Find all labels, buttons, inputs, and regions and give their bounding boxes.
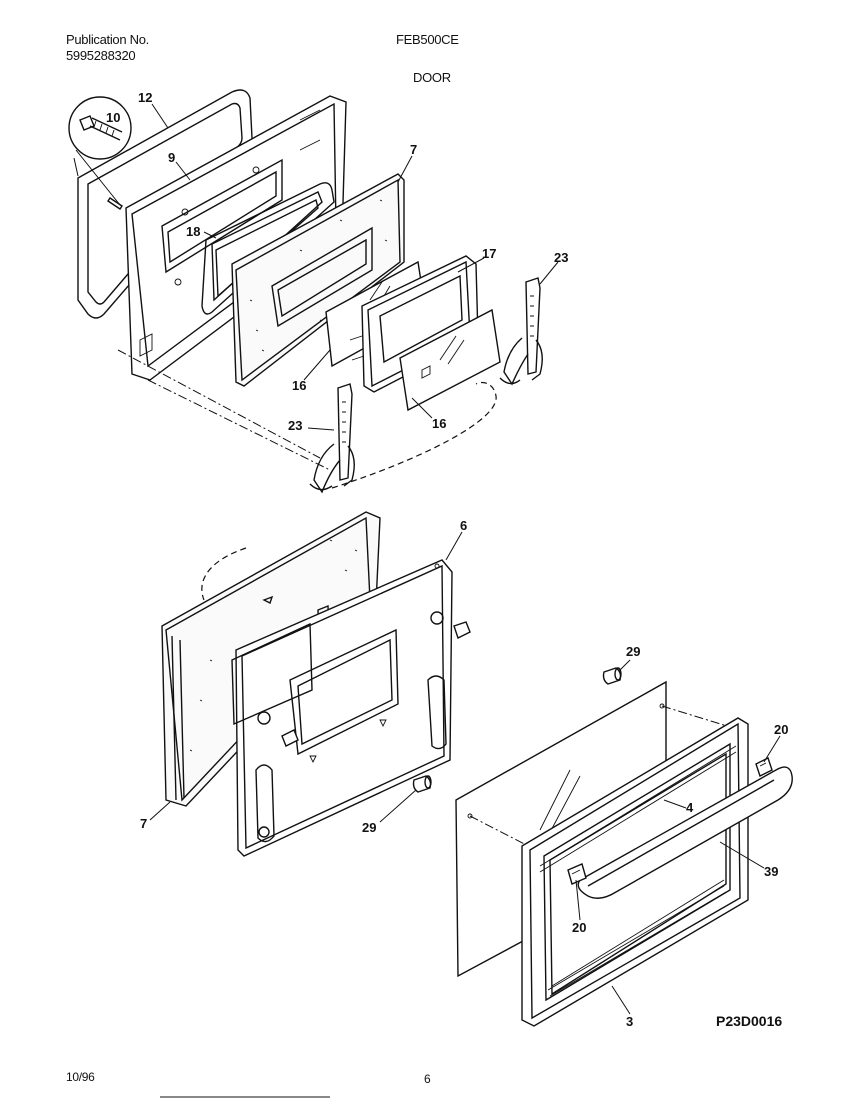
callout-23-left: 23: [288, 418, 302, 433]
callout-6: 6: [460, 518, 467, 533]
callout-18: 18: [186, 224, 200, 239]
callout-16-left: 16: [292, 378, 306, 393]
alignment-line: [469, 815, 541, 853]
callout-7-upper: 7: [410, 142, 417, 157]
handle-mount-left: [567, 863, 587, 885]
handle-mount-right: [755, 757, 773, 777]
callout-7-lower: 7: [140, 816, 147, 831]
callout-20-right: 20: [774, 722, 788, 737]
assembly-path: [201, 547, 247, 601]
door-insulation-upper: [231, 173, 405, 387]
revision-date: 10/96: [66, 1070, 95, 1084]
door-handle: [577, 766, 793, 899]
spacer-top: [602, 667, 622, 685]
assembly-path: [331, 381, 497, 489]
publication-label: Publication No.: [66, 32, 149, 47]
callout-20-left: 20: [572, 920, 586, 935]
part-callouts: 12 10 9 18 7 17 23 16 16 23 6 7 29 29 20…: [106, 90, 788, 1029]
callout-17: 17: [482, 246, 496, 261]
callout-3: 3: [626, 1014, 633, 1029]
screw-detail-circle: [68, 96, 132, 210]
door-hinge-right: [499, 277, 543, 386]
diagram-code: P23D0016: [716, 1013, 782, 1029]
callout-12: 12: [138, 90, 152, 105]
callout-4: 4: [686, 800, 694, 815]
callout-16-right: 16: [432, 416, 446, 431]
callout-29-top: 29: [626, 644, 640, 659]
publication-number: 5995288320: [66, 48, 136, 63]
door-hinge-left: [309, 383, 355, 494]
callout-10: 10: [106, 110, 120, 125]
alignment-line: [117, 349, 321, 459]
leader-lines: [149, 103, 781, 1015]
callout-23-right: 23: [554, 250, 568, 265]
section-title: DOOR: [413, 70, 451, 85]
callout-29-bottom: 29: [362, 820, 376, 835]
model-number: FEB500CE: [396, 32, 459, 47]
alignment-line: [147, 379, 331, 471]
window-pack: [201, 182, 335, 315]
callout-9: 9: [168, 150, 175, 165]
inner-glass-lower: [399, 308, 501, 412]
callout-39: 39: [764, 864, 778, 879]
spacer-bottom: [412, 775, 432, 793]
door-liner-panel: [231, 559, 453, 857]
page-number: 6: [424, 1072, 431, 1086]
door-bumpers: [281, 621, 471, 747]
